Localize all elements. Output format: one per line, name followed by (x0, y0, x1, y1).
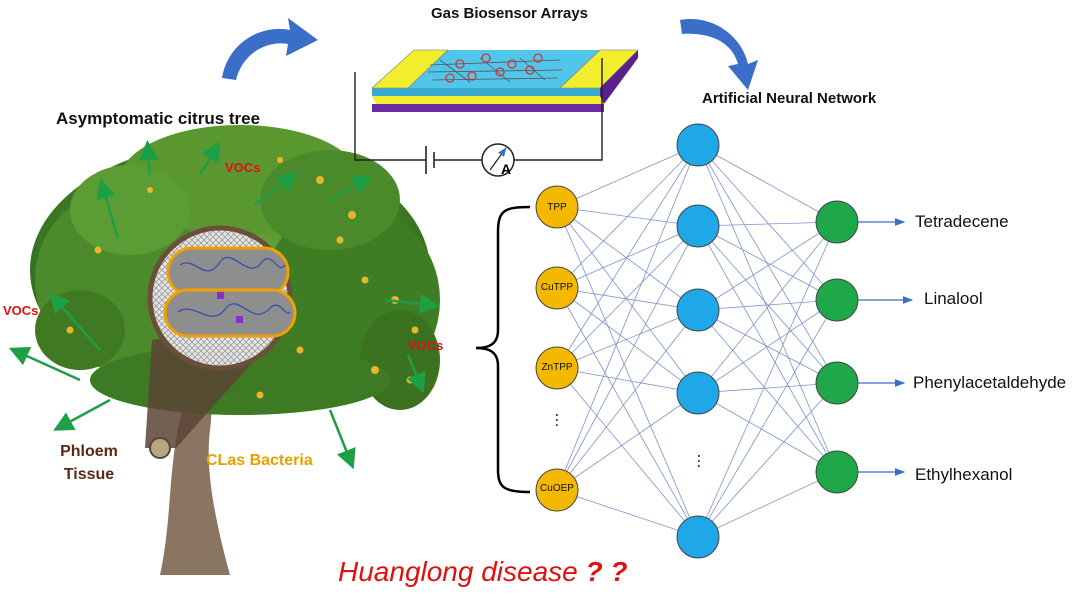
edge-h3-out0 (697, 221, 838, 394)
edge-h2-out1 (697, 299, 838, 311)
edge-in2-h3 (556, 367, 699, 394)
curved-arrow-right (680, 19, 758, 90)
edge-h3-out2 (697, 382, 838, 394)
edge-in2-h0 (556, 144, 699, 369)
ammeter-symbol: A (500, 161, 512, 177)
edge-in0-h4 (556, 206, 699, 538)
hidden-ellipsis: … (694, 453, 711, 469)
hidden-node-1 (676, 204, 720, 248)
network-nodes (535, 123, 859, 559)
voc-label-top: VOCs (225, 160, 261, 175)
output-label-ethylhexanol: Ethylhexanol (915, 465, 1013, 484)
caption: Huanglong disease ? ? (338, 556, 628, 588)
clas-bacteria-label: CLas Bacteria (206, 452, 313, 469)
voc-emission-arrows (8, 140, 440, 470)
input-label-cutpp: CuTPP (540, 282, 574, 293)
hidden-node-2 (676, 288, 720, 332)
edge-h1-out2 (697, 225, 838, 384)
input-ellipsis: … (552, 412, 569, 428)
edge-in0-h0 (556, 144, 699, 208)
voc-label-left: VOCs (3, 303, 39, 318)
edge-h1-out0 (697, 221, 838, 227)
phloem-line-1: Phloem (60, 443, 118, 460)
phloem-line-2: Tissue (63, 466, 115, 483)
edge-in0-h2 (556, 206, 699, 311)
dna-strands (177, 256, 291, 317)
edge-in3-h1 (556, 225, 699, 491)
edge-in0-h3 (556, 206, 699, 394)
input-node-3 (535, 468, 579, 512)
output-node-0 (815, 200, 859, 244)
sensor-chip (354, 49, 639, 177)
edge-h0-out0 (697, 144, 838, 223)
edge-h4-out0 (697, 221, 838, 538)
edge-in3-h4 (556, 489, 699, 538)
output-node-1 (815, 278, 859, 322)
network-edges (556, 144, 838, 538)
edge-h1-out3 (697, 225, 838, 473)
curved-arrow-left (222, 18, 318, 80)
edge-h4-out1 (697, 299, 838, 538)
edge-h0-out2 (697, 144, 838, 384)
input-node-2 (535, 346, 579, 390)
hidden-node-4 (676, 515, 720, 559)
caption-question-marks: ? ? (585, 556, 628, 587)
output-label-linalool: Linalool (924, 289, 983, 308)
edge-h3-out3 (697, 392, 838, 473)
citrus-tree-illustration (8, 125, 440, 575)
hidden-node-3 (676, 371, 720, 415)
hidden-node-0 (676, 123, 720, 167)
neural-network-title: Artificial Neural Network (702, 90, 877, 107)
phloem-tissue-label: Phloem Tissue (54, 440, 124, 486)
edge-h4-out3 (697, 471, 838, 538)
edge-h2-out3 (697, 309, 838, 473)
tree-trunk (160, 330, 230, 575)
nanotube-network (427, 57, 563, 83)
input-bracket (475, 205, 531, 494)
circuit-wire (354, 72, 426, 161)
edge-in1-h3 (556, 287, 699, 394)
edge-h3-out1 (697, 299, 838, 394)
edge-h2-out0 (697, 221, 838, 311)
input-label-cuoep: CuOEP (540, 483, 574, 494)
output-label-tetradecene: Tetradecene (915, 212, 1009, 231)
porphyrin-molecules (445, 53, 543, 83)
bacterium-2 (163, 288, 297, 338)
input-node-1 (535, 266, 579, 310)
output-node-2 (815, 361, 859, 405)
caption-text: Huanglong disease (338, 556, 586, 587)
edge-in3-h3 (556, 392, 699, 491)
edge-in3-h2 (556, 309, 699, 491)
phloem-spot (149, 437, 171, 459)
edge-in1-h4 (556, 287, 699, 538)
edge-in2-h4 (556, 367, 699, 538)
output-label-phenylacetaldehyde: Phenylacetaldehyde (913, 373, 1067, 392)
voc-label-right: VOCs (408, 338, 444, 353)
edge-in2-h2 (556, 309, 699, 369)
edge-in3-h0 (556, 144, 699, 491)
edge-in2-h1 (556, 225, 699, 369)
phloem-magnification (145, 225, 297, 459)
output-arrows (858, 218, 914, 476)
edge-h1-out1 (697, 225, 838, 301)
edge-h4-out2 (697, 382, 838, 538)
sensor-array-title: Gas Biosensor Arrays (431, 5, 589, 22)
input-label-tpp: TPP (547, 202, 567, 213)
input-node-0 (535, 185, 579, 229)
edge-in1-h2 (556, 287, 699, 311)
output-node-3 (815, 450, 859, 494)
input-label-zntpp: ZnTPP (541, 362, 573, 373)
edge-in1-h0 (556, 144, 699, 289)
tree-title: Asymptomatic citrus tree (56, 109, 261, 128)
edge-h0-out3 (697, 144, 838, 473)
